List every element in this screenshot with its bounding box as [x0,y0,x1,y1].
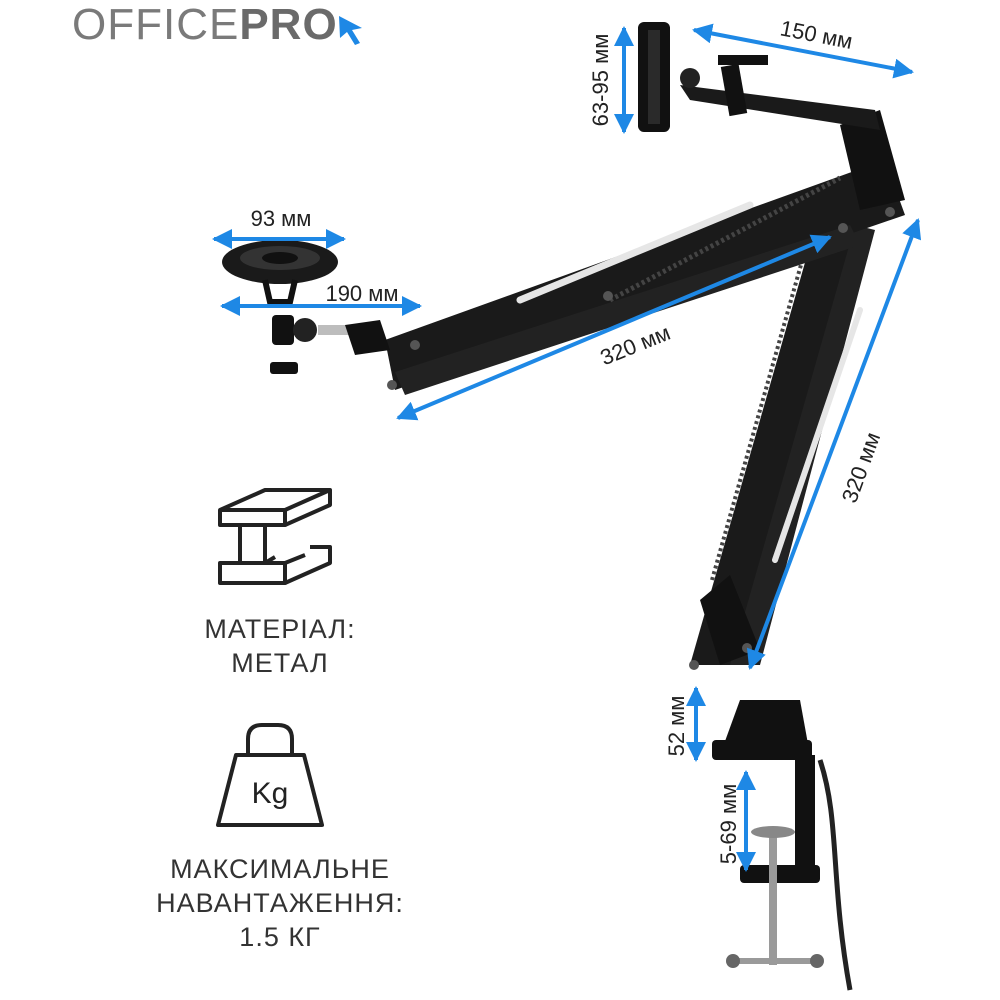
brand-logo-part2: PRO [239,0,338,49]
phone-holder [638,22,670,132]
phone-arm [680,55,905,210]
power-cable [817,759,853,991]
material-line1: МАТЕРІАЛ: [204,614,356,644]
load-caption: МАКСИМАЛЬНЕ НАВАНТАЖЕННЯ: 1.5 КГ [110,852,450,954]
weight-icon: Kg [216,723,324,827]
desk-clamp [712,700,824,968]
dim-clamp-range: 5-69 мм [716,784,741,864]
load-line3: 1.5 КГ [239,922,321,952]
dim-mount-diameter: 93 мм [251,206,312,231]
dim-lower-arm: 320 мм [837,429,885,506]
material-caption: МАТЕРІАЛ: МЕТАЛ [140,612,420,680]
brand-logo: OFFICEPRO [72,0,338,50]
dimension-arrows [212,23,922,872]
load-line2: НАВАНТАЖЕННЯ: [156,888,404,918]
load-line1: МАКСИМАЛЬНЕ [170,854,390,884]
mic-shock-mount [222,240,390,374]
cursor-arrow-icon [339,16,362,45]
dim-base-height: 52 мм [664,696,689,757]
material-line2: МЕТАЛ [231,648,329,678]
dim-mount-extension: 190 мм [325,281,398,306]
steel-beam-icon [218,488,332,585]
brand-logo-part1: OFFICE [72,0,240,49]
dim-phone-clamp-range: 63-95 мм [588,34,613,127]
weight-icon-label: Kg [252,777,289,810]
